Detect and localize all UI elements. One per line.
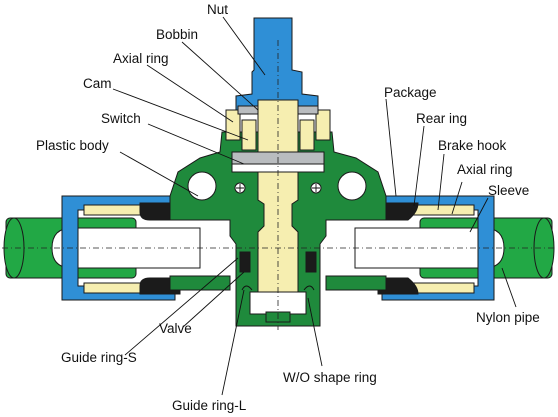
label-nylon-pipe: Nylon pipe	[476, 310, 540, 325]
nut	[235, 17, 319, 113]
label-sleeve: Sleeve	[488, 183, 529, 198]
label-guide-ring-s: Guide ring-S	[61, 350, 137, 365]
label-guide-ring-l: Guide ring-L	[172, 398, 247, 413]
label-package: Package	[384, 85, 437, 100]
label-axial-ring-right: Axial ring	[457, 162, 513, 177]
label-plastic-body: Plastic body	[36, 138, 109, 153]
label-rear-ing: Rear ing	[416, 111, 467, 126]
pin-left	[234, 182, 246, 194]
pin-right	[310, 182, 322, 194]
label-wo-shape-ring: W/O shape ring	[283, 370, 377, 385]
label-bobbin: Bobbin	[156, 27, 198, 42]
label-cam: Cam	[83, 76, 112, 91]
label-axial-ring-top: Axial ring	[113, 51, 169, 66]
leader-lines	[112, 16, 517, 396]
cam	[241, 119, 315, 151]
label-nut: Nut	[207, 2, 228, 17]
label-valve: Valve	[159, 321, 192, 336]
wo-shape-ring	[241, 285, 315, 291]
guide-ring-s	[239, 251, 317, 273]
package-right	[377, 202, 419, 295]
label-brake-hook: Brake hook	[438, 138, 507, 153]
label-switch: Switch	[101, 111, 141, 126]
